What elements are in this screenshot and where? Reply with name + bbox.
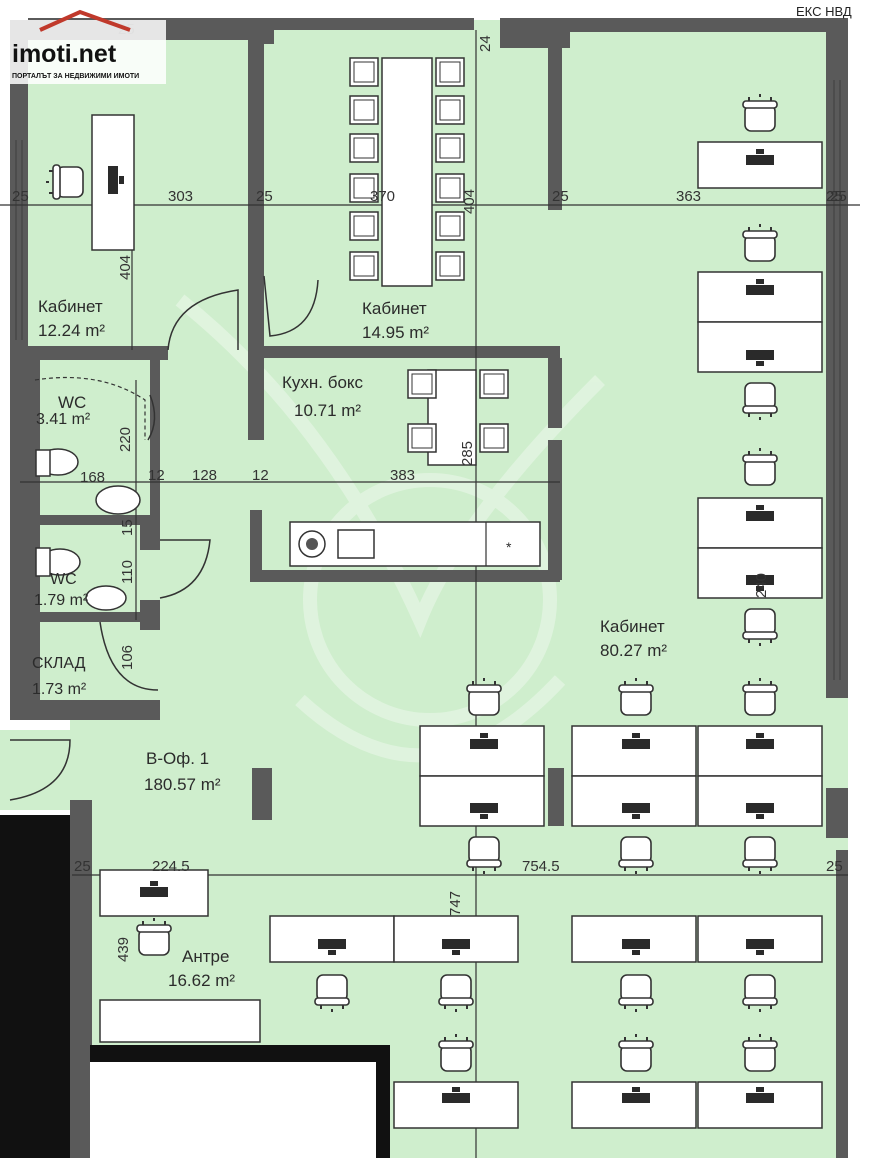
room-area-wc1: 3.41 m²	[36, 411, 91, 428]
room-name-office-meet: Кабинет	[362, 299, 427, 318]
dim-label: 404	[461, 189, 478, 214]
dim-label: 128	[192, 467, 217, 484]
logo-text: imoti.net	[12, 40, 117, 68]
room-area-office-left: 12.24 m²	[38, 321, 105, 340]
room-area-office-big: 80.27 m²	[600, 641, 667, 660]
dim-label: 12	[252, 467, 269, 484]
room-area-entrance: 16.62 m²	[168, 971, 235, 990]
room-name-wc2: WC	[50, 571, 77, 588]
unit-name: В-Оф. 1	[146, 749, 209, 768]
dim-label: 25	[830, 188, 847, 205]
dim-label: 106	[119, 645, 136, 670]
exterior-black	[0, 815, 390, 1158]
room-area-kitchen: 10.71 m²	[294, 401, 361, 420]
kitchen-counter: *	[289, 521, 541, 567]
dim-label: 747	[447, 891, 464, 916]
dim-label: 363	[676, 188, 701, 205]
room-labels: Кабинет 12.24 m² Кабинет 14.95 m² Кухн. …	[32, 297, 667, 990]
dim-label: 24	[477, 35, 494, 52]
unit-area: 180.57 m²	[144, 775, 221, 794]
dim-label: 439	[115, 937, 132, 962]
room-name-office-left: Кабинет	[38, 297, 103, 316]
logo[interactable]: imoti.net ПОРТАЛЪТ ЗА НЕДВИЖИМИ ИМОТИ	[6, 9, 166, 84]
dim-label: 404	[117, 255, 134, 280]
room-name-kitchen: Кухн. бокс	[282, 373, 364, 392]
dim-label: 240	[753, 573, 770, 598]
desk-office-left	[45, 114, 135, 251]
windows	[15, 80, 841, 680]
dim-label: 25	[826, 858, 843, 875]
dim-label: 15	[119, 519, 136, 536]
dim-label: 285	[459, 441, 476, 466]
dim-label: 25	[74, 858, 91, 875]
svg-text:*: *	[506, 539, 512, 555]
dim-label: 168	[80, 469, 105, 486]
dim-label: 220	[117, 427, 134, 452]
room-area-office-meet: 14.95 m²	[362, 323, 429, 342]
desks-middle	[419, 677, 823, 875]
meeting-table	[349, 57, 465, 287]
doors	[9, 275, 319, 801]
plan-code: ЕКС НВД	[796, 4, 852, 19]
reception-desk	[99, 869, 261, 1043]
dim-label: 25	[256, 188, 273, 205]
room-area-storage: 1.73 m²	[32, 681, 87, 698]
dim-label: 754.5	[522, 858, 560, 875]
room-area-wc2: 1.79 m²	[34, 592, 89, 609]
dim-label: 25	[12, 188, 29, 205]
dim-label: 370	[370, 188, 395, 205]
desks-right-column	[697, 93, 823, 647]
dim-label: 383	[390, 467, 415, 484]
desks-bottom	[269, 915, 823, 1129]
dim-label: 12	[148, 467, 165, 484]
room-name-office-big: Кабинет	[600, 617, 665, 636]
room-name-entrance: Антре	[182, 947, 229, 966]
dim-label: 110	[119, 560, 136, 584]
kitchen-table	[407, 369, 509, 466]
dim-label: 25	[552, 188, 569, 205]
logo-tagline: ПОРТАЛЪТ ЗА НЕДВИЖИМИ ИМОТИ	[12, 73, 139, 80]
dim-label: 25	[826, 188, 843, 205]
house-roof-icon	[39, 9, 131, 32]
dim-label: 303	[168, 188, 193, 205]
room-name-storage: СКЛАД	[32, 655, 86, 672]
dim-label: 224.5	[152, 858, 190, 875]
wc-fixtures	[34, 376, 146, 611]
room-name-wc1: WC	[58, 393, 86, 412]
